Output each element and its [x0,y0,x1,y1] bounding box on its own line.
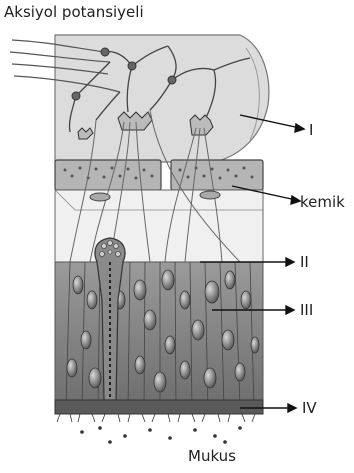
cilia-layer [55,400,263,414]
mitral-cell-body [72,92,80,100]
label-olfactory-bulb: I [309,122,313,138]
olfactory-bulb [55,35,269,162]
lamina-propria [55,190,263,262]
label-layer-iv: IV [302,400,317,416]
mucus-droplets [80,426,242,444]
label-mucus: Mukus [188,448,236,464]
label-layer-iii: III [300,302,313,318]
mitral-cell-body [168,76,176,84]
label-layer-ii: II [300,254,309,270]
mitral-cell-body [101,48,109,56]
label-bone: kemik [300,194,345,210]
mitral-cell-body [128,62,136,70]
diagram-title: Aksiyol potansiyeli [4,4,144,20]
